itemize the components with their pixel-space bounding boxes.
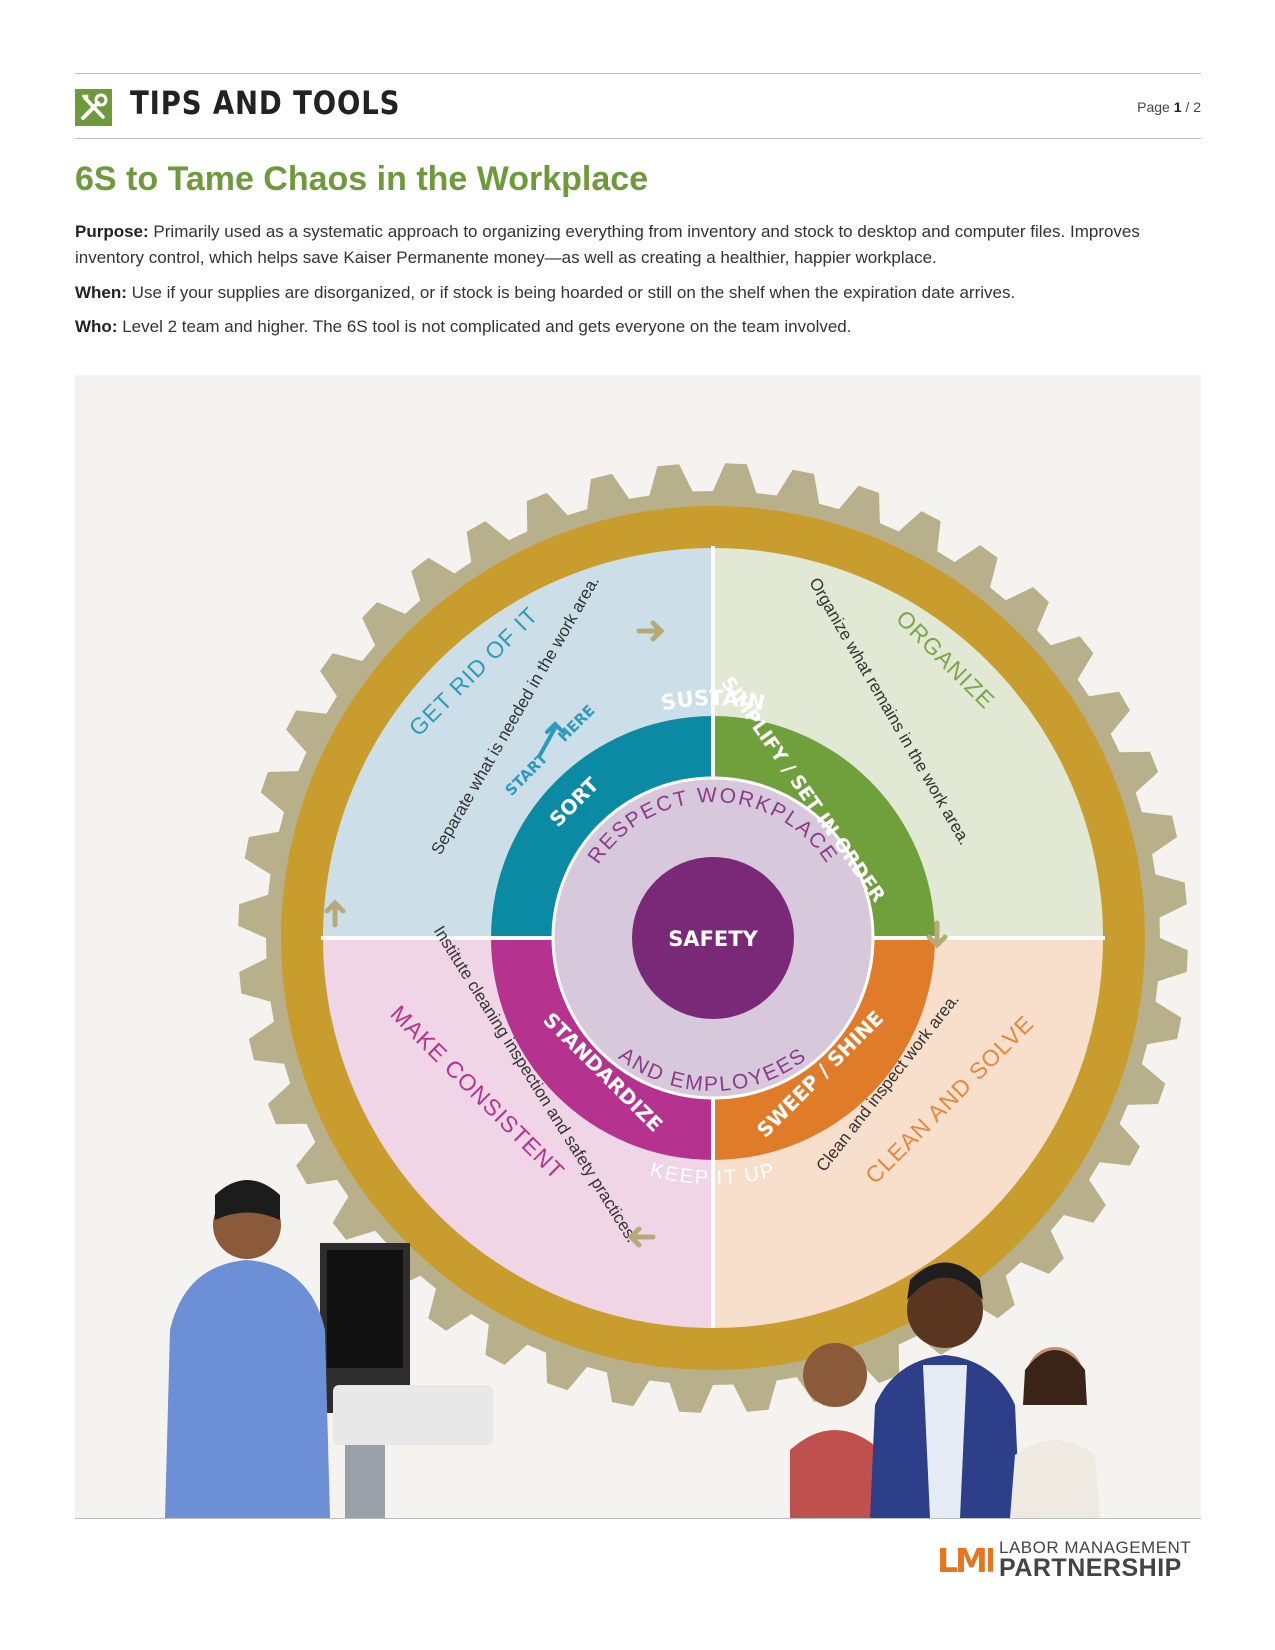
start-arrow-icon (538, 721, 565, 757)
step-ring-simplify (713, 716, 935, 938)
tools-icon (75, 89, 112, 126)
when-label: When: (75, 283, 127, 302)
step-ring-sweep (713, 938, 935, 1160)
arrow-left-icon (627, 1226, 656, 1248)
purpose-text: Primarily used as a systematic approach … (75, 222, 1140, 267)
step-ring-standardize (491, 938, 713, 1160)
staff-group-photo (790, 1262, 1100, 1518)
when-text: Use if your supplies are disorganized, o… (131, 283, 1016, 302)
lmp-logo-mark: LMP (937, 1541, 993, 1578)
page-title: 6S to Tame Chaos in the Workplace (75, 160, 649, 198)
lmp-logo: LMP LABOR MANAGEMENT PARTNERSHIP (937, 1536, 1207, 1582)
who-text: Level 2 team and higher. The 6S tool is … (122, 317, 852, 336)
logo-line1: LABOR MANAGEMENT (999, 1538, 1192, 1557)
section-title: TIPS AND TOOLS (130, 84, 401, 122)
safety-center (632, 857, 794, 1019)
svg-text:LMP: LMP (937, 1541, 993, 1578)
purpose-label: Purpose: (75, 222, 149, 241)
page-indicator: Page 1 / 2 (1137, 99, 1201, 115)
sixs-diagram: SUSTAIN KEEP IT UP RESPECT WORKPLACE AND… (165, 463, 1188, 1518)
arrow-down-icon (926, 920, 948, 949)
when-paragraph: When: Use if your supplies are disorgani… (75, 280, 1205, 306)
nurse-at-workstation-photo (165, 1180, 493, 1518)
arrow-right-icon (636, 620, 665, 642)
sixs-diagram-panel: SUSTAIN KEEP IT UP RESPECT WORKPLACE AND… (75, 375, 1201, 1518)
step-ring-sort (491, 716, 713, 938)
safety-label: SAFETY (668, 927, 758, 951)
purpose-paragraph: Purpose: Primarily used as a systematic … (75, 219, 1205, 271)
top-rule (75, 73, 1201, 74)
logo-line2: PARTNERSHIP (999, 1554, 1182, 1582)
header-rule (75, 138, 1201, 139)
who-label: Who: (75, 317, 118, 336)
bottom-rule (75, 1518, 1201, 1519)
arrow-up-icon (324, 899, 346, 928)
who-paragraph: Who: Level 2 team and higher. The 6S too… (75, 314, 1205, 340)
